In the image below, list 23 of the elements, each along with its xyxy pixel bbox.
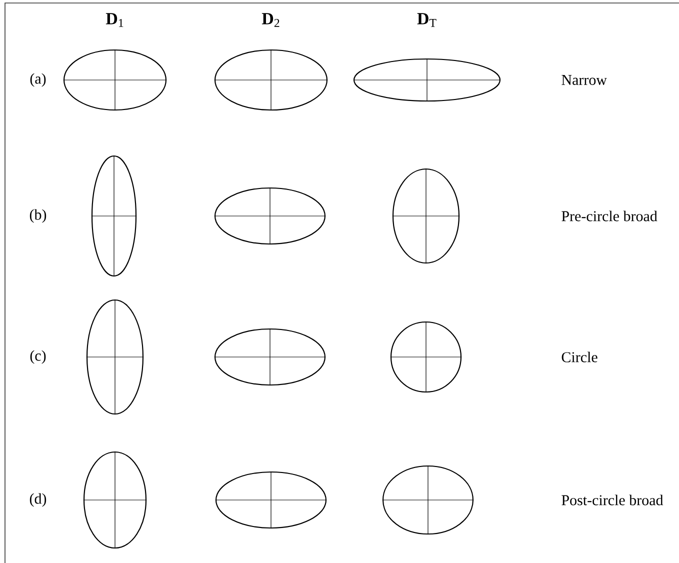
- ellipse-with-cross: [382, 465, 474, 535]
- circle-with-cross: [390, 321, 462, 393]
- column-heading: D$_{2}$: [262, 13, 280, 27]
- ellipse-with-cross: [214, 187, 326, 245]
- row-label: (d): [30, 493, 46, 507]
- row-label: (b): [30, 209, 46, 223]
- ellipse-with-cross: [63, 49, 167, 111]
- row-label: (c): [30, 350, 46, 364]
- ellipse-with-cross: [91, 155, 137, 277]
- ellipse-with-cross: [353, 58, 501, 102]
- row-description: Pre-circle broad: [562, 210, 658, 222]
- ellipse-with-cross: [214, 328, 326, 386]
- ellipse-with-cross: [86, 299, 144, 415]
- ellipse-with-cross: [215, 471, 327, 529]
- column-heading: D$_{1}$: [106, 13, 124, 27]
- ellipse-with-cross: [83, 451, 147, 549]
- row-description: Circle: [562, 352, 598, 362]
- ellipse-with-cross: [392, 168, 460, 264]
- column-heading: D$_{T}$: [417, 13, 436, 27]
- row-description: Post-circle broad: [562, 494, 664, 506]
- ellipse-with-cross: [214, 49, 328, 111]
- row-description: Narrow: [562, 75, 607, 85]
- row-label: (a): [30, 73, 46, 87]
